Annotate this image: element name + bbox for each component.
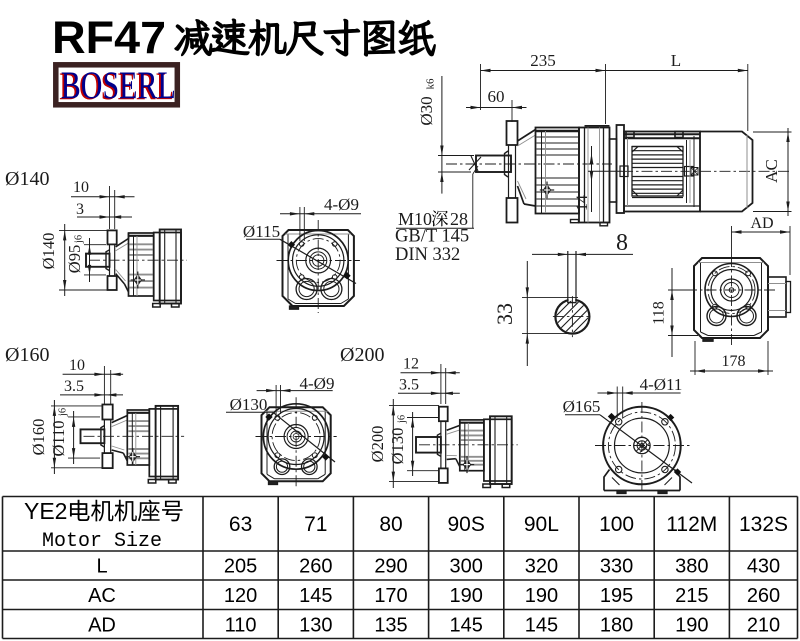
svg-text:260: 260 bbox=[747, 585, 780, 607]
svg-text:AD: AD bbox=[88, 615, 116, 637]
svg-text:Ø200: Ø200 bbox=[368, 426, 387, 463]
svg-text:Ø200: Ø200 bbox=[340, 344, 384, 366]
svg-text:215: 215 bbox=[675, 585, 708, 607]
svg-text:4-Ø9: 4-Ø9 bbox=[324, 195, 359, 214]
svg-text:Ø95: Ø95 bbox=[65, 245, 84, 273]
svg-text:3.5: 3.5 bbox=[399, 377, 419, 394]
svg-text:330: 330 bbox=[600, 556, 633, 578]
svg-text:100: 100 bbox=[599, 513, 634, 536]
svg-text:L: L bbox=[96, 556, 107, 578]
svg-text:110: 110 bbox=[225, 615, 257, 637]
svg-text:Ø115: Ø115 bbox=[243, 222, 280, 241]
svg-text:4-Ø9: 4-Ø9 bbox=[300, 374, 335, 393]
svg-text:AC: AC bbox=[88, 585, 116, 607]
svg-text:Ø160: Ø160 bbox=[5, 344, 49, 366]
svg-text:320: 320 bbox=[525, 556, 558, 578]
svg-text:430: 430 bbox=[747, 556, 780, 578]
svg-text:145: 145 bbox=[299, 585, 332, 607]
svg-text:10: 10 bbox=[69, 357, 85, 374]
svg-text:k6: k6 bbox=[425, 78, 437, 90]
svg-text:Ø110: Ø110 bbox=[49, 420, 68, 456]
svg-text:Ø140: Ø140 bbox=[39, 233, 58, 270]
svg-text:Ø130: Ø130 bbox=[230, 395, 268, 414]
svg-text:80: 80 bbox=[379, 513, 402, 536]
svg-text:YE2: YE2 bbox=[24, 498, 67, 524]
svg-text:290: 290 bbox=[374, 556, 407, 578]
svg-text:33: 33 bbox=[492, 303, 517, 325]
svg-text:4-Ø11: 4-Ø11 bbox=[640, 375, 683, 394]
svg-text:170: 170 bbox=[374, 585, 407, 607]
svg-text:235: 235 bbox=[530, 51, 556, 70]
svg-text:380: 380 bbox=[675, 556, 708, 578]
svg-text:GB/T 145: GB/T 145 bbox=[395, 227, 469, 247]
svg-text:3: 3 bbox=[76, 201, 84, 218]
svg-text:145: 145 bbox=[450, 615, 483, 637]
svg-text:63: 63 bbox=[229, 513, 252, 536]
svg-text:3.5: 3.5 bbox=[64, 378, 84, 395]
svg-text:90L: 90L bbox=[524, 513, 559, 536]
svg-text:Ø160: Ø160 bbox=[29, 419, 48, 456]
svg-text:Motor Size: Motor Size bbox=[42, 530, 162, 553]
svg-text:145: 145 bbox=[525, 615, 558, 637]
svg-text:Ø130: Ø130 bbox=[388, 428, 407, 465]
svg-text:12: 12 bbox=[403, 356, 419, 373]
svg-text:10: 10 bbox=[73, 179, 89, 196]
svg-text:60: 60 bbox=[488, 87, 505, 106]
svg-text:180: 180 bbox=[600, 615, 633, 637]
svg-text:135: 135 bbox=[374, 615, 407, 637]
svg-text:Ø30: Ø30 bbox=[417, 96, 436, 125]
svg-text:90S: 90S bbox=[448, 513, 485, 536]
svg-text:AD: AD bbox=[750, 215, 773, 232]
svg-text:BOSERL: BOSERL bbox=[61, 64, 176, 107]
svg-text:205: 205 bbox=[224, 556, 257, 578]
svg-text:118: 118 bbox=[651, 301, 668, 324]
svg-text:130: 130 bbox=[299, 615, 332, 637]
svg-text:AC: AC bbox=[762, 159, 781, 183]
svg-text:14: 14 bbox=[574, 195, 591, 211]
svg-text:M10: M10 bbox=[398, 209, 432, 229]
svg-text:190: 190 bbox=[675, 615, 708, 637]
svg-text:195: 195 bbox=[600, 585, 633, 607]
svg-text:190: 190 bbox=[450, 585, 483, 607]
svg-text:L: L bbox=[671, 51, 681, 70]
svg-text:DIN 332: DIN 332 bbox=[395, 245, 460, 265]
svg-text:j6: j6 bbox=[74, 235, 85, 244]
svg-text:28: 28 bbox=[450, 209, 468, 229]
svg-text:8: 8 bbox=[616, 230, 628, 256]
svg-text:BOSERL: BOSERL bbox=[59, 65, 174, 108]
svg-text:260: 260 bbox=[299, 556, 332, 578]
svg-text:j6: j6 bbox=[397, 415, 408, 424]
svg-text:RF47: RF47 bbox=[52, 12, 166, 63]
svg-text:210: 210 bbox=[747, 615, 780, 637]
svg-text:132S: 132S bbox=[739, 513, 788, 536]
svg-text:178: 178 bbox=[722, 353, 746, 370]
svg-text:300: 300 bbox=[450, 556, 483, 578]
svg-text:71: 71 bbox=[304, 513, 327, 536]
svg-text:190: 190 bbox=[525, 585, 558, 607]
svg-text:112M: 112M bbox=[666, 513, 717, 536]
svg-text:120: 120 bbox=[224, 585, 257, 607]
svg-text:Ø165: Ø165 bbox=[563, 397, 601, 416]
svg-text:j6: j6 bbox=[58, 408, 69, 417]
svg-text:Ø140: Ø140 bbox=[5, 168, 49, 190]
